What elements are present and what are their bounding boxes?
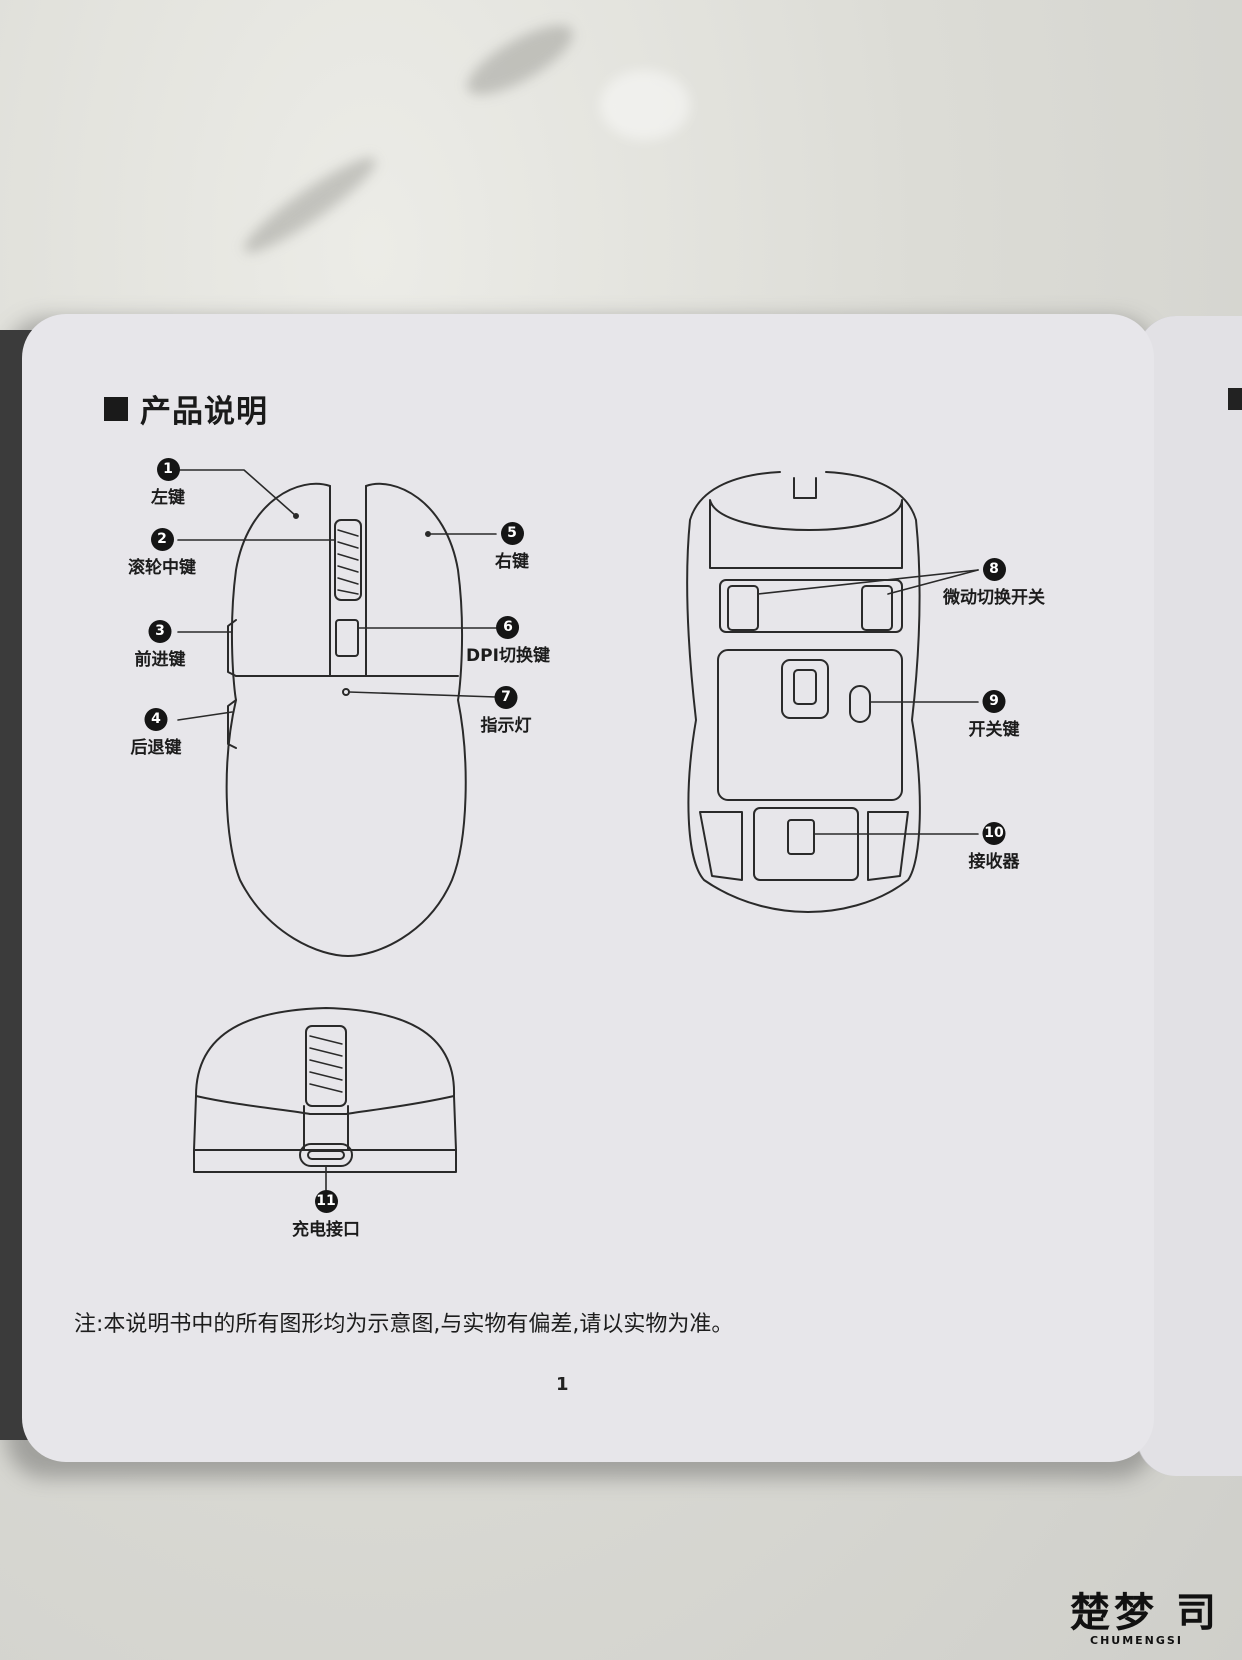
section-square-icon	[104, 396, 128, 421]
page-number: 1	[556, 1374, 569, 1395]
water-drop	[600, 70, 690, 140]
callout-label: 开关键	[968, 720, 1020, 740]
callout-number: 11	[314, 1190, 338, 1213]
watermark-logo: 楚梦 司 CHUMENGSI	[1070, 1580, 1232, 1652]
callout-number: 2	[150, 528, 174, 551]
microswitch-right	[861, 585, 893, 631]
callout-charging-port: 11 充电接口	[292, 1190, 360, 1240]
callout-label: 接收器	[968, 852, 1020, 872]
mouse-top-view	[225, 482, 467, 957]
callout-label: 后退键	[130, 738, 182, 758]
callout-label: 左键	[151, 488, 185, 508]
callout-microswitch: 8 微动切换开关	[943, 558, 1045, 608]
callout-label: 充电接口	[292, 1220, 360, 1240]
manual-page	[22, 314, 1154, 1462]
callout-number: 8	[982, 558, 1006, 581]
callout-number: 1	[156, 458, 180, 481]
next-page-title-square	[1228, 388, 1242, 410]
callout-left-button: 1 左键	[151, 458, 185, 508]
callout-label: 指示灯	[480, 716, 532, 736]
callout-indicator-light: 7 指示灯	[481, 686, 532, 736]
callout-power-switch: 9 开关键	[969, 690, 1020, 740]
mouse-bottom-view	[686, 471, 921, 913]
callout-label: DPI切换键	[466, 646, 550, 666]
leader-lines-top-view	[177, 469, 497, 721]
callout-receiver: 10 接收器	[969, 822, 1020, 872]
callout-label: 滚轮中键	[128, 558, 196, 578]
callout-number: 10	[982, 822, 1006, 845]
callout-label: 微动切换开关	[943, 588, 1045, 608]
callout-right-button: 5 右键	[495, 522, 529, 572]
callout-scroll-wheel: 2 滚轮中键	[128, 528, 196, 578]
section-heading: 产品说明	[104, 386, 268, 431]
microswitch-left	[727, 585, 759, 631]
sensor	[781, 659, 829, 719]
leader-lines-bottom-view	[757, 569, 979, 835]
callout-forward-button: 3 前进键	[135, 620, 186, 670]
callout-label: 前进键	[134, 650, 186, 670]
scroll-wheel	[334, 519, 362, 601]
callout-number: 9	[982, 690, 1006, 713]
callout-number: 5	[500, 522, 524, 545]
callout-number: 4	[144, 708, 168, 731]
watermark-main: 楚梦 司	[1070, 1590, 1220, 1636]
dpi-button	[335, 619, 359, 657]
callout-label: 右键	[495, 552, 529, 572]
callout-dpi-button: 6 DPI切换键	[466, 616, 550, 666]
disclaimer-note: 注:本说明书中的所有图形均为示意图,与实物有偏差,请以实物为准。	[74, 1312, 734, 1337]
callout-number: 7	[494, 686, 518, 709]
indicator-led	[342, 688, 350, 696]
callout-number: 3	[148, 620, 172, 643]
power-switch	[849, 685, 871, 723]
callout-number: 6	[496, 616, 520, 639]
callout-back-button: 4 后退键	[131, 708, 182, 758]
watermark-sub: CHUMENGSI	[1090, 1634, 1183, 1647]
receiver-slot	[753, 807, 859, 881]
section-title: 产品说明	[140, 394, 268, 430]
mouse-front-view	[193, 1007, 457, 1191]
front-scroll-wheel	[305, 1025, 347, 1107]
